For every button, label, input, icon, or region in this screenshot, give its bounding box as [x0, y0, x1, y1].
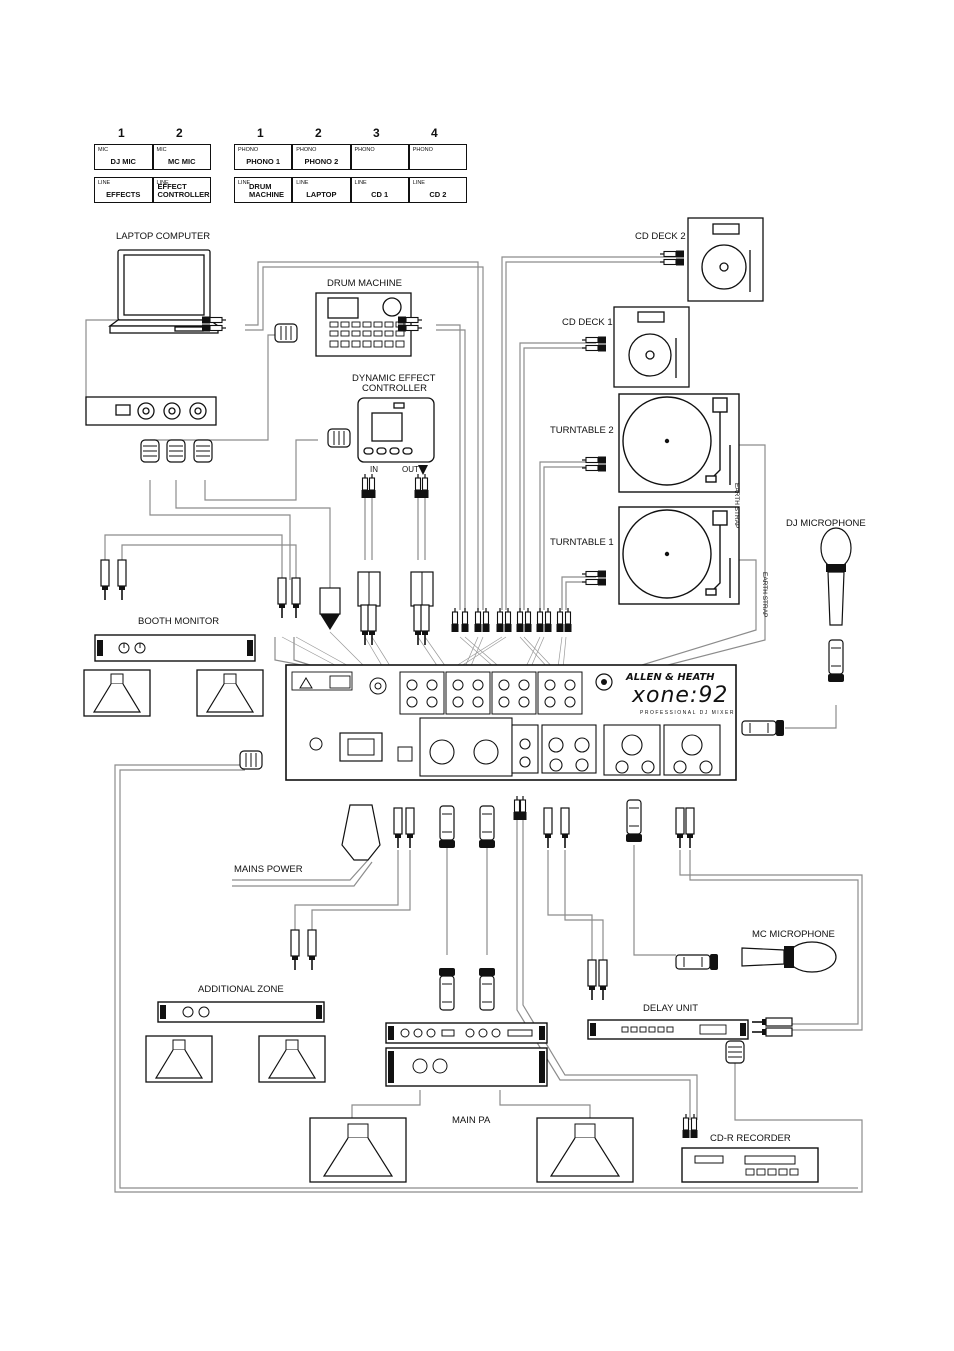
line-right-channel-4: LINE CD 2	[408, 177, 467, 203]
phono-column-number-3: 3	[373, 126, 380, 140]
dj-microphone	[741, 527, 852, 737]
mic-column-number-2: 2	[176, 126, 183, 140]
mic-column-number-1: 1	[118, 126, 125, 140]
phono-channel-4: PHONO	[408, 144, 467, 170]
channel-source: CD 2	[429, 190, 447, 199]
label-cdr-recorder: CD-R RECORDER	[710, 1133, 791, 1144]
label-cd-deck-2: CD DECK 2	[635, 231, 686, 242]
mixer-subtitle: PROFESSIONAL DJ MIXER	[640, 710, 735, 716]
label-delay-unit: DELAY UNIT	[643, 1003, 699, 1014]
drum-machine-midi-plug	[274, 323, 298, 343]
mixer-output-plugs	[341, 795, 695, 861]
channel-source: EFFECT CONTROLLER	[157, 182, 210, 199]
label-dj-microphone: DJ MICROPHONE	[786, 518, 866, 529]
cd-deck-2	[687, 217, 764, 302]
channel-source: EFFECTS	[106, 190, 141, 199]
fx-out-arrow-icon	[418, 465, 428, 475]
channel-type: LINE	[296, 180, 309, 186]
channel-source: PHONO 1	[246, 157, 280, 166]
channel-type: PHONO	[296, 147, 317, 153]
label-turntable-2: TURNTABLE 2	[550, 425, 614, 436]
phono-column-number-4: 4	[431, 126, 438, 140]
phono-column-number-2: 2	[315, 126, 322, 140]
channel-source: PHONO 2	[304, 157, 339, 166]
turntable-1	[618, 506, 740, 605]
cd-deck-1	[613, 306, 690, 388]
channel-type: LINE	[98, 180, 111, 186]
label-earth-strap-2: EARTH STRAP	[761, 572, 768, 618]
label-main-pa: MAIN PA	[452, 1115, 491, 1126]
label-mc-microphone: MC MICROPHONE	[752, 929, 835, 940]
channel-type: PHONO	[412, 147, 433, 153]
label-mains-power: MAINS POWER	[234, 864, 303, 875]
phono-channel-1: PHONO PHONO 1	[234, 144, 293, 170]
phono-channel-2: PHONO PHONO 2	[292, 144, 351, 170]
label-turntable-1: TURNTABLE 1	[550, 537, 614, 548]
turntable-2	[618, 393, 740, 493]
label-booth-monitor: BOOTH MONITOR	[138, 616, 220, 627]
booth-jacks	[100, 559, 301, 619]
mixer-brand: ALLEN & HEATH	[626, 672, 715, 683]
fx-loop-plugs	[357, 571, 434, 646]
label-fx-out: OUT	[402, 465, 419, 474]
channel-type: LINE	[238, 180, 251, 186]
delay-unit	[587, 959, 793, 1064]
channel-type: LINE	[412, 180, 425, 186]
label-effect-controller-2: CONTROLLER	[362, 383, 427, 394]
mixer-midi-plug	[319, 587, 341, 630]
outer-midi-plug	[239, 750, 263, 770]
xone-92-mixer	[285, 664, 737, 781]
channel-type: LINE	[354, 180, 367, 186]
additional-zone	[145, 929, 326, 1083]
dynamic-effect-controller	[357, 397, 435, 463]
phono-channel-table: PHONO PHONO 1 PHONO PHONO 2 PHONO PHONO	[234, 144, 467, 170]
label-drum-machine: DRUM MACHINE	[327, 278, 402, 289]
channel-type: PHONO	[354, 147, 375, 153]
channel-type: MIC	[156, 147, 167, 153]
midi-din-plugs	[140, 439, 213, 463]
label-cd-deck-1: CD DECK 1	[562, 317, 613, 328]
phono-column-number-1: 1	[257, 126, 264, 140]
label-laptop-computer: LAPTOP COMPUTER	[116, 231, 211, 242]
laptop-computer	[108, 249, 220, 334]
mc-microphone	[675, 941, 837, 973]
channel-source: DRUM MACHINE	[249, 182, 284, 199]
channel-type: LINE	[156, 180, 169, 186]
label-fx-in: IN	[370, 465, 378, 474]
channel-type: PHONO	[238, 147, 259, 153]
midi-interface	[85, 396, 217, 426]
mixer-input-rca-row	[450, 607, 573, 633]
channel-type: MIC	[98, 147, 109, 153]
channel-source: CD 1	[371, 190, 389, 199]
cdr-recorder	[681, 1113, 819, 1183]
effect-controller-midi-plug	[327, 428, 351, 448]
line-right-channel-3: LINE CD 1	[350, 177, 409, 203]
label-effect-controller-1: DYNAMIC EFFECT	[352, 373, 436, 384]
phono-channel-3: PHONO	[350, 144, 409, 170]
line-left-channel-1: LINE EFFECTS	[94, 177, 153, 203]
mixer-model: xone:92	[632, 683, 729, 708]
line-right-channel-2: LINE LAPTOP	[292, 177, 351, 203]
label-earth-strap-1: EARTH STRAP	[733, 483, 740, 529]
channel-source: DJ MIC	[110, 157, 136, 166]
main-pa	[309, 1022, 634, 1183]
channel-source: MC MIC	[168, 157, 196, 166]
drum-machine	[315, 292, 412, 357]
channel-source: LAPTOP	[306, 190, 337, 199]
booth-monitor	[83, 634, 264, 717]
main-pa-xlr-plugs	[438, 967, 496, 1011]
mains-plug	[341, 804, 381, 861]
label-additional-zone: ADDITIONAL ZONE	[198, 984, 284, 995]
